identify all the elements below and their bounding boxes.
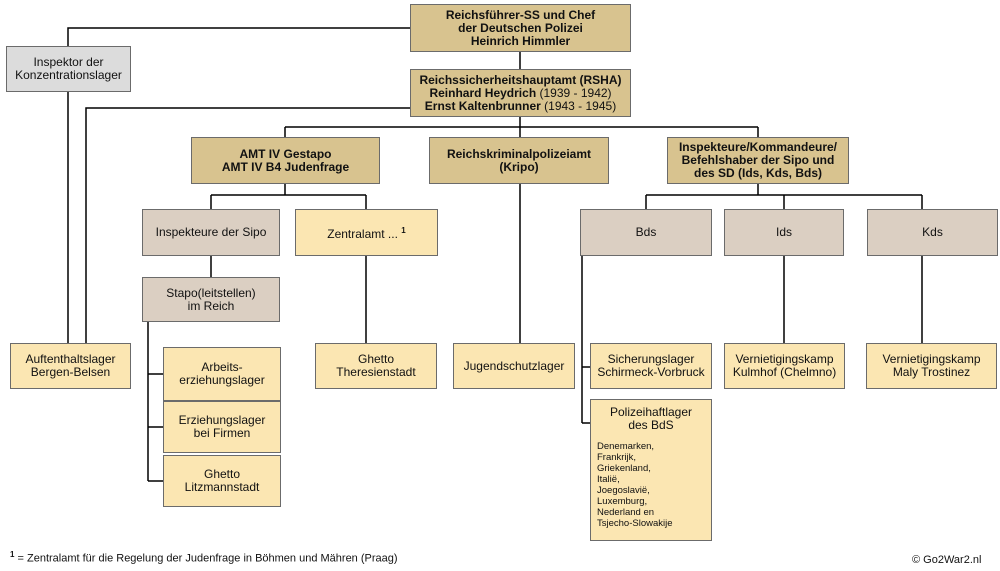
- schirmeck-box: Sicherungslager Schirmeck-Vorbruck: [590, 343, 712, 389]
- inspektor-kl-box: Inspektor der Konzentrationslager: [6, 46, 131, 92]
- country-7: Nederland en: [597, 507, 655, 518]
- ids-label: Ids: [775, 225, 792, 239]
- kripo-line1: Reichskriminalpolizeiamt: [446, 146, 592, 161]
- erziehungslager-line1: Erziehungslager: [178, 413, 266, 427]
- kripo-box: Reichskriminalpolizeiamt (Kripo): [429, 137, 609, 184]
- kds-label: Kds: [922, 225, 943, 239]
- gestapo-line2: AMT IV B4 Judenfrage: [221, 159, 350, 174]
- kulmhof-box: Vernietigingskamp Kulmhof (Chelmno): [724, 343, 845, 389]
- rsha-heydrich-line: Reinhard Heydrich (1939 - 1942): [429, 85, 612, 100]
- rsha-heydrich-years: (1939 - 1942): [536, 85, 612, 100]
- polizeihaftlager-line2: des BdS: [628, 418, 674, 432]
- zentralamt-label-line: Zentralamt ... 1: [327, 224, 405, 241]
- arbeits-line2: erziehungslager: [179, 373, 265, 387]
- inspekteure-sipo-box: Inspekteure der Sipo: [142, 209, 280, 256]
- polizeihaftlager-line1: Polizeihaftlager: [609, 405, 693, 419]
- maly-trostinez-box: Vernietigingskamp Maly Trostinez: [866, 343, 997, 389]
- bergen-belsen-line2: Bergen-Belsen: [30, 365, 111, 379]
- himmler-line1: Reichsführer-SS und Chef: [445, 7, 596, 22]
- copyright: © Go2War2.nl: [912, 554, 982, 566]
- inspekteure-sd-line2: Befehlshaber der Sipo und: [681, 153, 835, 167]
- bergen-belsen-line1: Auftenthaltslager: [25, 352, 116, 366]
- kulmhof-line2: Kulmhof (Chelmno): [732, 365, 837, 379]
- stapo-line2: im Reich: [187, 298, 235, 313]
- rsha-box: Reichssicherheitshauptamt (RSHA) Reinhar…: [410, 69, 631, 117]
- bds-box: Bds: [580, 209, 712, 256]
- litzmannstadt-line2: Litzmannstadt: [184, 480, 260, 494]
- footnote: 1 = Zentralamt für die Regelung der Jude…: [10, 550, 398, 565]
- gestapo-line1: AMT IV Gestapo: [239, 146, 332, 161]
- rsha-kaltenbrunner: Ernst Kaltenbrunner: [424, 98, 541, 113]
- inspekteure-sipo-label: Inspekteure der Sipo: [155, 225, 267, 239]
- jugendschutzlager-box: Jugendschutzlager: [453, 343, 575, 389]
- zentralamt-box: Zentralamt ... 1: [295, 209, 438, 256]
- kripo-line2: (Kripo): [499, 159, 539, 174]
- inspekteure-sd-line1: Inspekteure/Kommandeure/: [678, 140, 838, 154]
- footnote-marker: 1: [10, 550, 15, 559]
- arbeitserziehungslager-box: Arbeits- erziehungslager: [163, 347, 281, 401]
- gestapo-box: AMT IV Gestapo AMT IV B4 Judenfrage: [191, 137, 380, 184]
- bds-label: Bds: [635, 225, 657, 239]
- inspektor-kl-line2: Konzentrationslager: [15, 68, 122, 82]
- stapo-box: Stapo(leitstellen) im Reich: [142, 277, 280, 322]
- maly-line1: Vernietigingskamp: [882, 352, 981, 366]
- inspekteure-sd-box: Inspekteure/Kommandeure/ Befehlshaber de…: [667, 137, 849, 184]
- theresienstadt-line2: Theresienstadt: [336, 365, 416, 379]
- schirmeck-line2: Schirmeck-Vorbruck: [597, 365, 705, 379]
- kds-box: Kds: [867, 209, 998, 256]
- rsha-kaltenbrunner-line: Ernst Kaltenbrunner (1943 - 1945): [424, 98, 617, 113]
- maly-line2: Maly Trostinez: [892, 365, 971, 379]
- rsha-heydrich: Reinhard Heydrich: [429, 85, 537, 100]
- country-4: Italië,: [597, 474, 620, 485]
- line-rsha-bergen: [85, 107, 410, 343]
- footnote-text: = Zentralamt für die Regelung der Judenf…: [14, 552, 398, 565]
- inspektor-kl-line1: Inspektor der: [33, 55, 104, 69]
- country-3: Griekenland,: [597, 463, 651, 474]
- himmler-box: Reichsführer-SS und Chef der Deutschen P…: [410, 4, 631, 52]
- erziehungslager-box: Erziehungslager bei Firmen: [163, 401, 281, 453]
- himmler-line3: Heinrich Himmler: [470, 33, 571, 48]
- arbeits-line1: Arbeits-: [201, 360, 243, 374]
- zentralamt-footnote-marker: 1: [401, 226, 406, 235]
- inspekteure-sd-line3: des SD (Ids, Kds, Bds): [693, 166, 823, 180]
- jugendschutzlager-label: Jugendschutzlager: [463, 358, 565, 373]
- country-5: Joegoslavië,: [597, 485, 650, 496]
- schirmeck-line1: Sicherungslager: [607, 352, 695, 366]
- rsha-title: Reichssicherheitshauptamt (RSHA): [419, 72, 622, 87]
- ids-box: Ids: [724, 209, 844, 256]
- country-6: Luxemburg,: [597, 496, 648, 507]
- litzmannstadt-box: Ghetto Litzmannstadt: [163, 455, 281, 507]
- country-2: Frankrijk,: [597, 452, 637, 463]
- litzmannstadt-line1: Ghetto: [203, 467, 241, 481]
- line-himmler-inspektor: [67, 27, 410, 46]
- erziehungslager-line2: bei Firmen: [193, 426, 251, 440]
- stapo-line1: Stapo(leitstellen): [166, 285, 256, 300]
- zentralamt-label: Zentralamt ...: [327, 227, 402, 241]
- polizeihaftlager-box: Polizeihaftlager des BdS Denemarken, Fra…: [590, 399, 712, 541]
- rsha-kaltenbrunner-years: (1943 - 1945): [540, 98, 617, 113]
- bergen-belsen-box: Auftenthaltslager Bergen-Belsen: [10, 343, 131, 389]
- theresienstadt-line1: Ghetto: [357, 352, 395, 366]
- theresienstadt-box: Ghetto Theresienstadt: [315, 343, 437, 389]
- country-1: Denemarken,: [597, 441, 655, 452]
- himmler-line2: der Deutschen Polizei: [458, 20, 583, 35]
- kulmhof-line1: Vernietigingskamp: [735, 352, 834, 366]
- country-8: Tsjecho-Slowakije: [597, 518, 673, 529]
